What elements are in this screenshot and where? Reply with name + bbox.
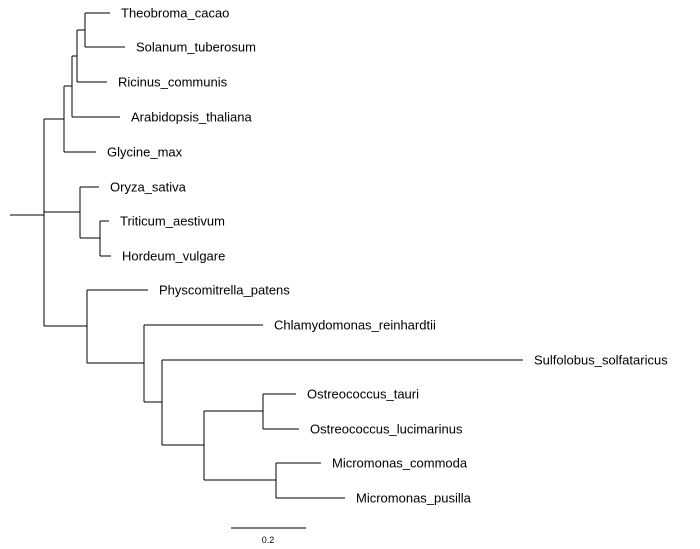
taxon-label-micromonas-pusilla: Micromonas_pusilla	[356, 491, 472, 506]
taxon-label-solanum: Solanum_tuberosum	[136, 40, 256, 55]
taxon-label-ricinus: Ricinus_communis	[118, 75, 228, 90]
taxon-label-ostreococcus-tauri: Ostreococcus_tauri	[307, 387, 419, 402]
scale-bar: 0.2	[231, 527, 306, 545]
taxon-label-micromonas-commoda: Micromonas_commoda	[332, 456, 468, 471]
taxon-label-theobroma: Theobroma_cacao	[121, 6, 229, 21]
taxon-label-ostreococcus-lucimarinus: Ostreococcus_lucimarinus	[310, 422, 463, 437]
taxon-label-hordeum: Hordeum_vulgare	[122, 249, 225, 264]
taxon-label-arabidopsis: Arabidopsis_thaliana	[131, 110, 252, 125]
taxon-label-triticum: Triticum_aestivum	[120, 214, 225, 229]
taxon-label-oryza: Oryza_sativa	[110, 180, 187, 195]
tree-branches	[10, 12, 523, 499]
taxon-label-sulfolobus: Sulfolobus_solfataricus	[534, 353, 668, 368]
taxon-label-physcomitrella: Physcomitrella_patens	[159, 283, 290, 298]
taxon-label-glycine: Glycine_max	[107, 145, 183, 160]
taxon-label-chlamydomonas: Chlamydomonas_reinhardtii	[274, 318, 436, 333]
taxon-labels: Theobroma_cacaoSolanum_tuberosumRicinus_…	[107, 6, 668, 506]
scale-bar-label: 0.2	[262, 535, 275, 545]
